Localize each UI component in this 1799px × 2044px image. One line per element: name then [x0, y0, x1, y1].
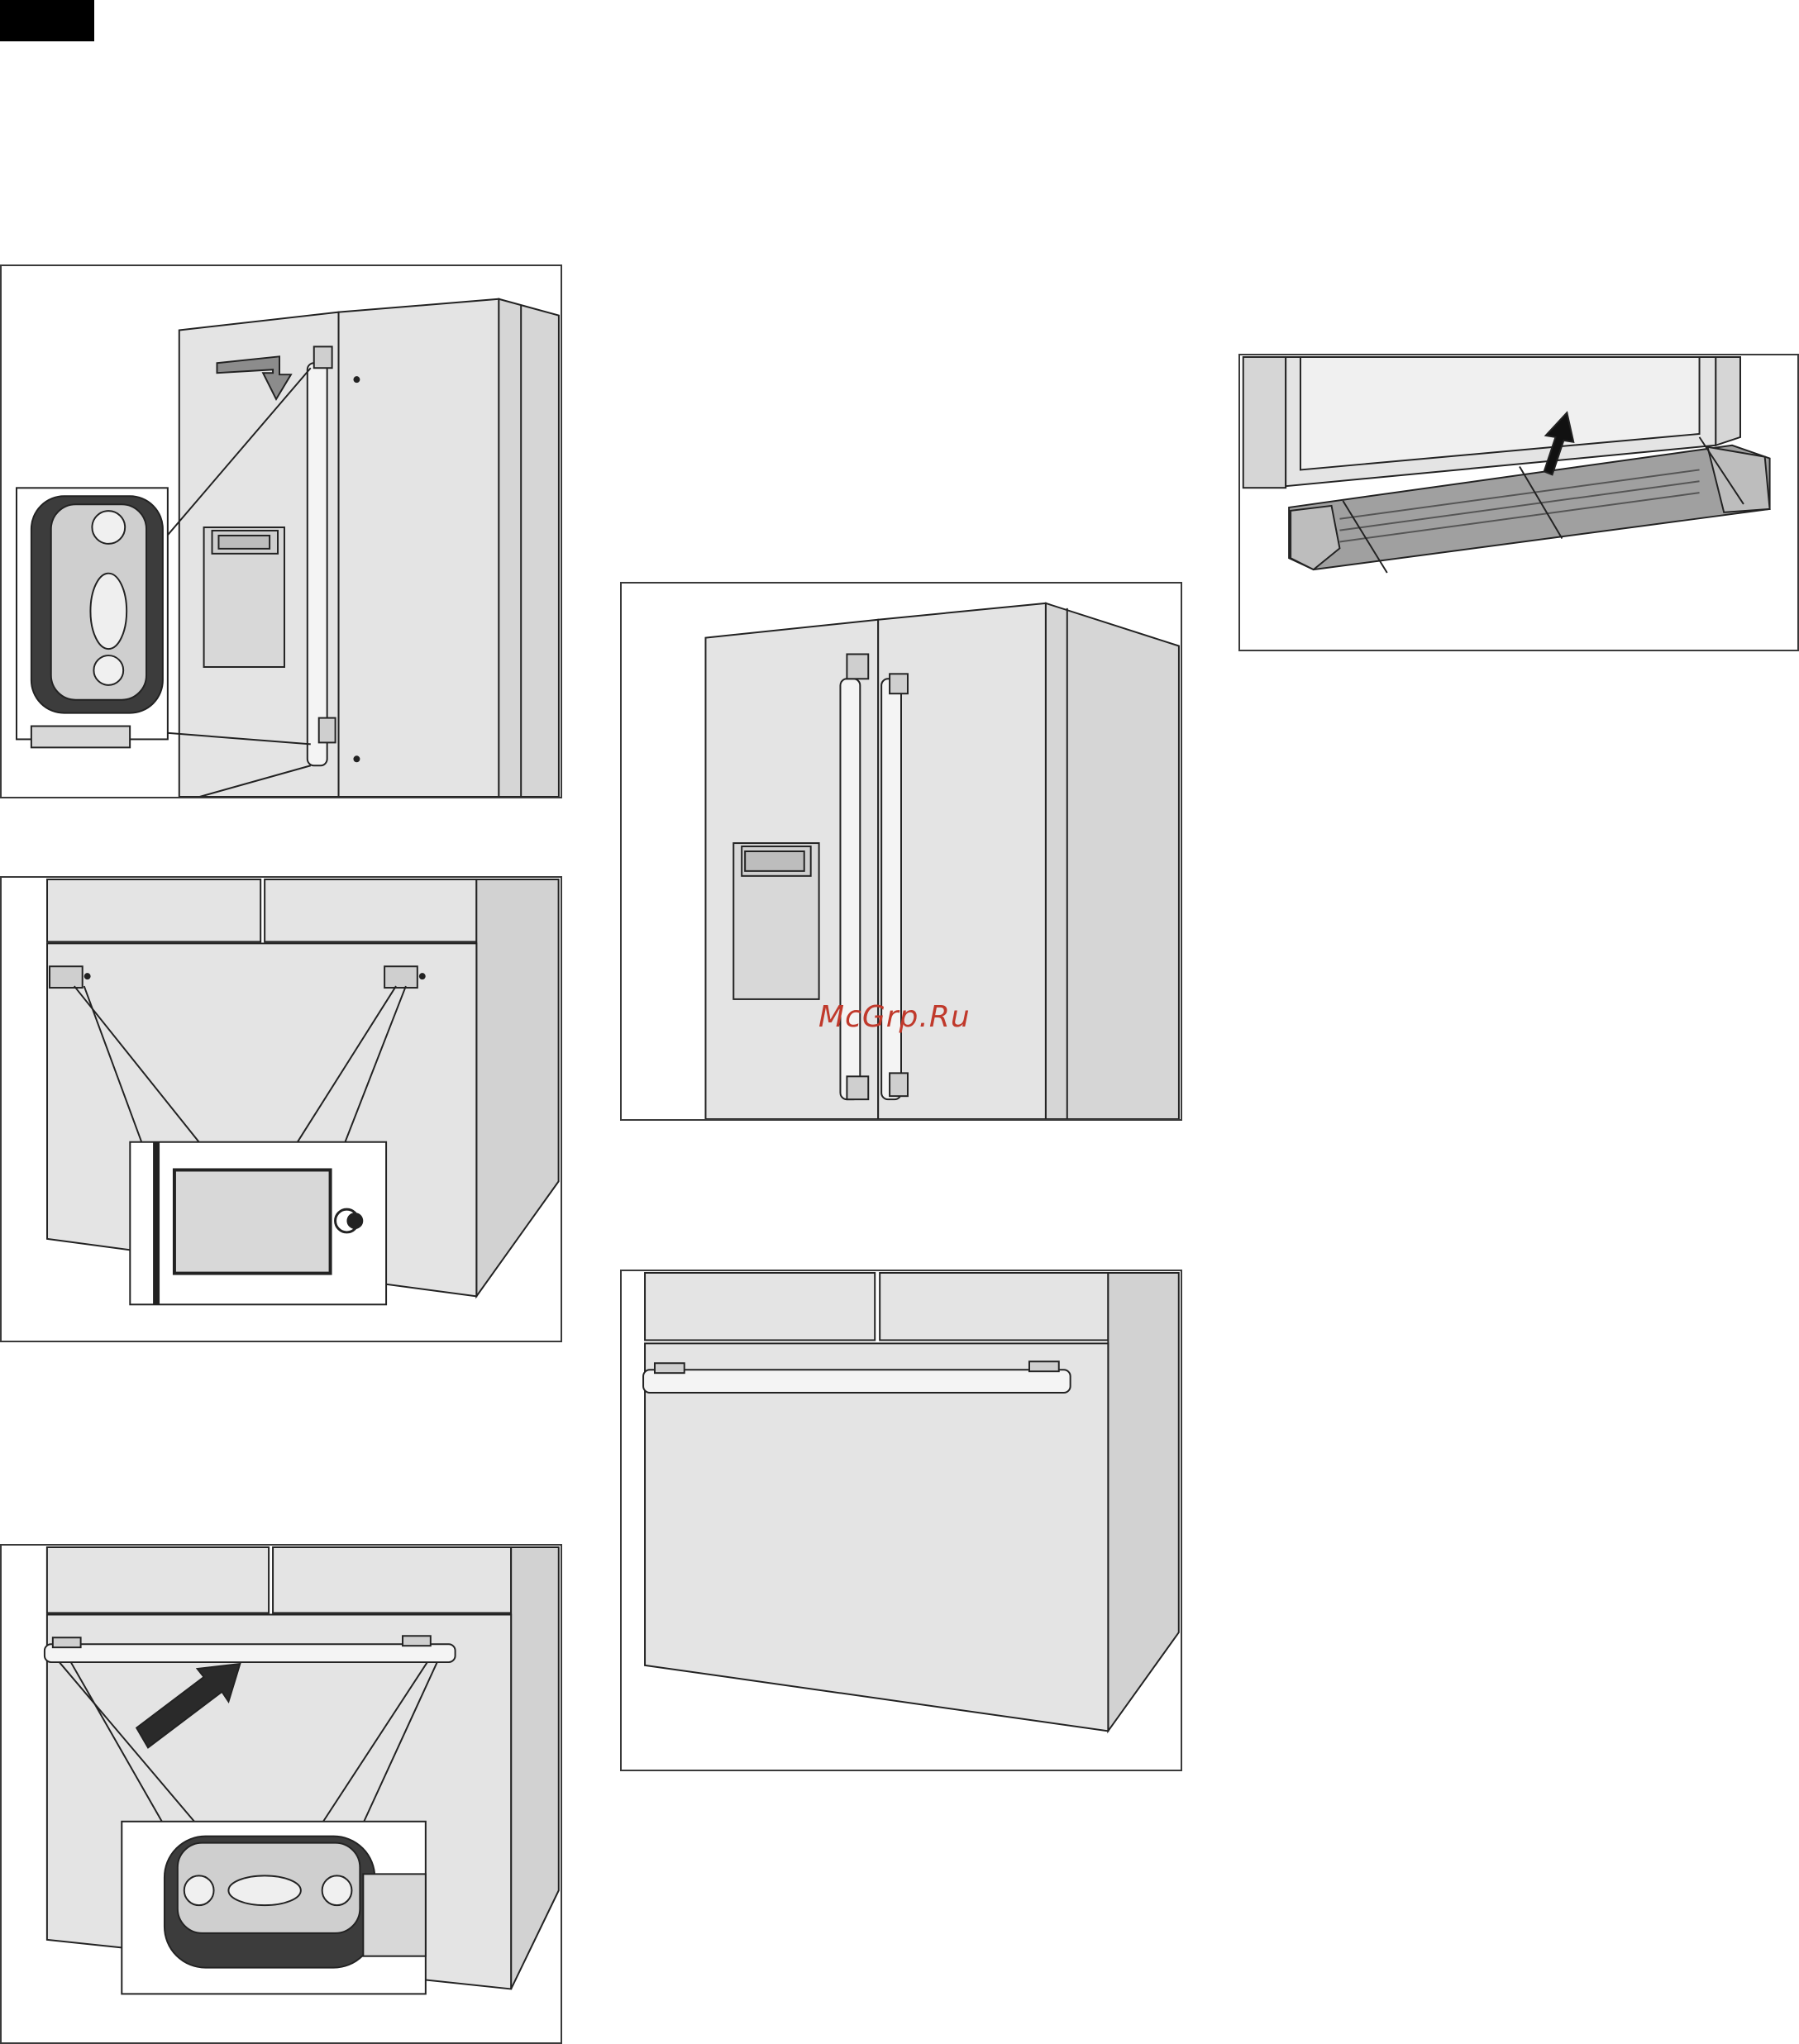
drawer-handle-installed-illustration — [622, 1271, 1181, 1770]
watermark-text: McGrp.Ru — [818, 1000, 1000, 1034]
figure-base-grille — [1238, 354, 1799, 651]
figure-drawer-handle-attach — [0, 1544, 562, 2044]
figure-fridge-handles-installed — [620, 582, 1182, 1121]
page-tab-marker — [0, 0, 94, 41]
figure-drawer-brackets — [0, 876, 562, 1342]
drawer-handle-attach-illustration — [2, 1546, 561, 2042]
base-grille-illustration — [1240, 355, 1797, 650]
drawer-brackets-illustration — [2, 878, 561, 1341]
figure-drawer-handle-installed — [620, 1270, 1182, 1771]
fridge-handles-installed-illustration — [622, 584, 1181, 1119]
figure-door-handle-mount — [0, 264, 562, 798]
door-handle-mount-illustration — [2, 266, 561, 797]
